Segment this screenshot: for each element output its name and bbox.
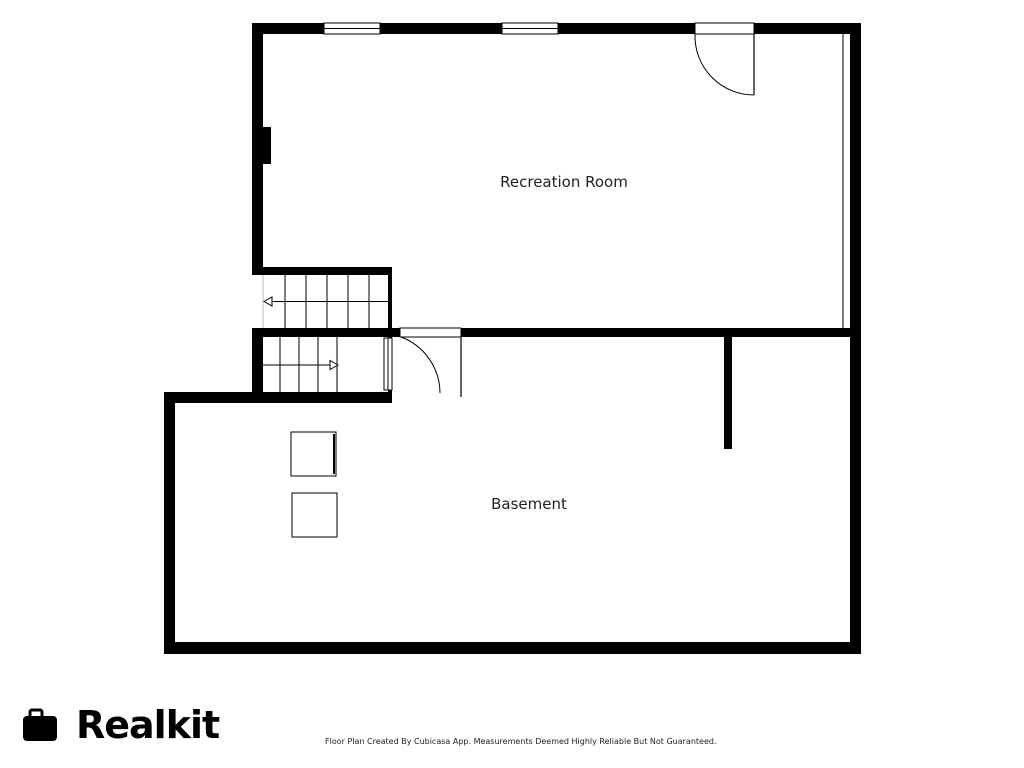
appliance-1 (290, 431, 337, 477)
appliance-2 (291, 492, 338, 538)
wall-left-upper (252, 23, 263, 275)
windows (323, 22, 559, 35)
wall-divider-right (461, 328, 861, 337)
room-label-basement: Basement (491, 495, 567, 513)
stairs-lower-arrow (329, 359, 340, 371)
door-swing-top (694, 33, 755, 96)
door-swing-mid (400, 336, 441, 394)
appliances (290, 431, 338, 538)
door-recreation (694, 22, 755, 96)
wall-stair-top (252, 267, 392, 275)
door-opening-top (694, 22, 755, 35)
room-label-recreation: Recreation Room (500, 173, 628, 191)
brand-name: Realkit (76, 703, 220, 747)
wall-stair-bottom (164, 392, 392, 403)
briefcase-icon (23, 708, 57, 741)
wall-basement-left (164, 392, 175, 654)
door-opening-mid (399, 327, 462, 338)
wall-niche (263, 127, 271, 164)
wall-divider-left (252, 328, 400, 337)
wall-bottom (164, 642, 861, 654)
footer-disclaimer: Floor Plan Created By Cubicasa App. Meas… (325, 737, 717, 746)
stairs-upper (262, 275, 388, 328)
stairs-upper-arrow (262, 296, 273, 307)
door-basement (383, 327, 462, 397)
walls (164, 23, 861, 654)
brand-logo: Realkit (22, 703, 220, 747)
wall-partition (724, 337, 732, 449)
wall-stair-right-upper (388, 267, 392, 330)
wall-left-lower (252, 328, 263, 403)
stairs-lower (263, 337, 340, 392)
wall-right (850, 23, 861, 654)
